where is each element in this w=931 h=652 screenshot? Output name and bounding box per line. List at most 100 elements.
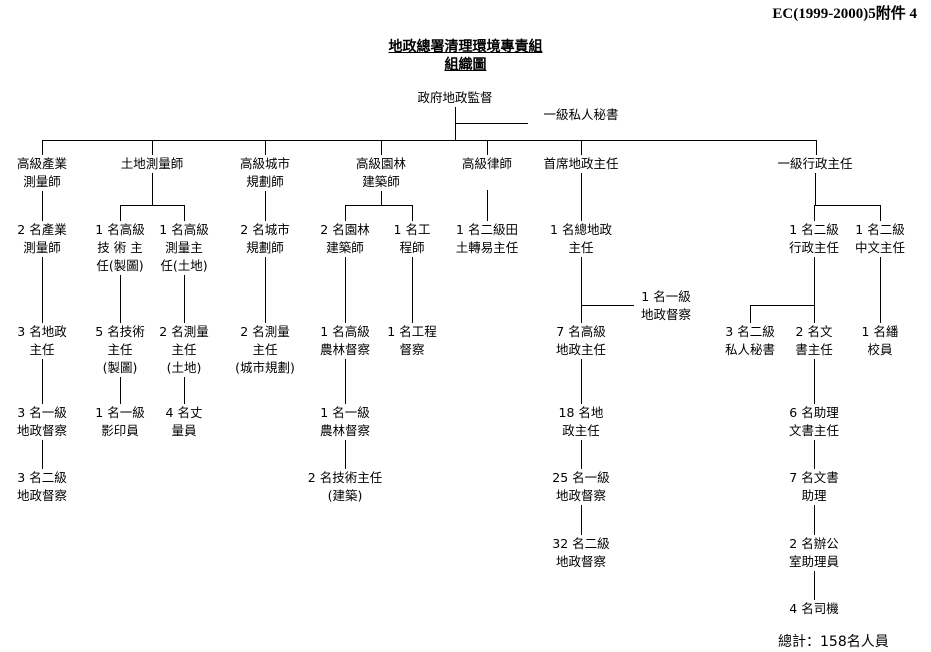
org-node-line: 1 名工 [393, 222, 431, 237]
org-node-line: 影印員 [101, 423, 139, 438]
org-node-line: 主任 [252, 342, 278, 357]
org-node-c7b-l2: 1 名二級中文主任 [853, 221, 907, 257]
org-node-c6-l4: 18 名地政主任 [557, 404, 605, 440]
org-node-c2a-l4: 1 名一級影印員 [94, 404, 146, 440]
org-node-line: 1 名高級 [320, 324, 370, 339]
org-node-line: 政府地政監督 [417, 90, 493, 105]
org-node-c7a-l6: 2 名辦公室助理員 [787, 535, 841, 571]
org-node-c3-l2: 2 名城市規劃師 [239, 221, 291, 257]
org-node-line: (城市規劃) [235, 360, 295, 375]
org-node-line: 技 術 主 [97, 240, 143, 255]
org-node-c6-l1: 首席地政主任 [542, 155, 620, 173]
total-staff: 總計：158名人員 [778, 634, 889, 650]
org-node-line: (土地) [166, 360, 202, 375]
org-node-line: 4 名司機 [789, 601, 839, 616]
org-node-c2a-l2: 1 名高級技 術 主任(製圖) [94, 221, 146, 275]
org-node-line: 一級私人秘書 [543, 107, 619, 122]
chart-subtitle: 組織圖 [444, 57, 487, 73]
org-node-line: 室助理員 [788, 554, 840, 569]
org-node-line: 7 名文書 [789, 470, 839, 485]
org-node-line: 首席地政主任 [543, 156, 619, 171]
org-node-line: 1 名二級 [789, 222, 839, 237]
org-node-line: 地政主任 [555, 342, 607, 357]
org-node-line: 2 名技術主任 [307, 470, 383, 485]
org-node-line: (製圖) [102, 360, 138, 375]
org-node-line: 地政督察 [555, 554, 607, 569]
org-node-line: 7 名高級 [556, 324, 606, 339]
org-node-line: 2 名測量 [240, 324, 290, 339]
org-node-line: 1 名二級田 [456, 222, 518, 237]
org-node-c7b-l3: 1 名繙校員 [860, 323, 900, 359]
org-node-line: (建築) [327, 488, 363, 503]
org-node-line: 地政督察 [16, 423, 68, 438]
org-node-line: 2 名文 [795, 324, 833, 339]
org-node-line: 農林督察 [319, 423, 371, 438]
org-node-line: 1 名一級 [641, 289, 691, 304]
org-node-line: 測量師 [23, 174, 61, 189]
org-node-c2b-l3: 2 名測量主任(土地) [158, 323, 210, 377]
org-node-line: 政主任 [562, 423, 600, 438]
org-node-line: 書主任 [795, 342, 833, 357]
org-node-line: 1 名一級 [320, 405, 370, 420]
org-node-c2b-l2: 1 名高級測量主任(土地) [158, 221, 210, 275]
org-node-line: 規劃師 [246, 174, 284, 189]
org-node-line: 3 名二級 [725, 324, 775, 339]
org-node-line: 土轉易主任 [455, 240, 519, 255]
org-node-c7a-l3: 2 名文書主任 [794, 323, 834, 359]
org-node-c2b-l4: 4 名丈量員 [164, 404, 204, 440]
org-node-line: 主任 [107, 342, 133, 357]
org-node-line: 高級律師 [461, 156, 513, 171]
org-node-line: 2 名辦公 [789, 536, 839, 551]
org-node-c2a-l3: 5 名技術主任 (製圖) [94, 323, 146, 377]
org-node-line: 地政督察 [16, 488, 68, 503]
org-node-line: 程師 [399, 240, 425, 255]
org-node-line: 1 名二級 [855, 222, 905, 237]
org-node-line: 建築師 [326, 240, 364, 255]
org-node-line: 1 名高級 [159, 222, 209, 237]
org-node-line: 18 名地 [558, 405, 604, 420]
org-node-c7a-l5: 7 名文書助理 [788, 469, 840, 505]
org-node-line: 5 名技術 [95, 324, 145, 339]
org-node-c4b-l3: 1 名工程督察 [386, 323, 438, 359]
org-node-line: 督察 [399, 342, 425, 357]
org-node-line: 行政主任 [788, 240, 840, 255]
org-node-line: 3 名地政 [17, 324, 67, 339]
org-node-line: 3 名一級 [17, 405, 67, 420]
org-node-line: 文書主任 [788, 423, 840, 438]
org-node-line: 助理 [801, 488, 827, 503]
org-node-line: 主任 [29, 342, 55, 357]
org-node-c1-l4: 3 名一級地政督察 [15, 404, 69, 440]
org-node-c4b-l2: 1 名工程師 [392, 221, 432, 257]
org-node-line: 主任 [568, 240, 594, 255]
org-node-line: 私人秘書 [724, 342, 776, 357]
org-node-line: 2 名園林 [320, 222, 370, 237]
org-node-c7a-l4: 6 名助理文書主任 [787, 404, 841, 440]
org-node-line: 建築師 [362, 174, 400, 189]
org-node-c7a-l7: 4 名司機 [788, 600, 840, 618]
org-node-line: 任(土地) [160, 258, 208, 273]
org-node-c7x-l3: 3 名二級私人秘書 [723, 323, 777, 359]
org-node-line: 高級產業 [16, 156, 68, 171]
org-node-line: 量員 [171, 423, 197, 438]
org-node-line: 規劃師 [246, 240, 284, 255]
org-node-line: 土地測量師 [120, 156, 184, 171]
org-node-line: 6 名助理 [789, 405, 839, 420]
org-node-c7a-l2: 1 名二級行政主任 [787, 221, 841, 257]
org-node-c1-l5: 3 名二級地政督察 [15, 469, 69, 505]
org-node-line: 測量師 [23, 240, 61, 255]
org-node-line: 高級城市 [239, 156, 291, 171]
chart-title: 地政總署清理環境專責組 [388, 39, 543, 55]
org-node-line: 主任 [171, 342, 197, 357]
org-node-c1-l3: 3 名地政主任 [16, 323, 68, 359]
org-node-c5-l2: 1 名二級田土轉易主任 [454, 221, 520, 257]
org-node-line: 4 名丈 [165, 405, 203, 420]
org-node-line: 地政督察 [640, 307, 692, 322]
org-node-line: 1 名工程 [387, 324, 437, 339]
org-node-line: 1 名高級 [95, 222, 145, 237]
org-node-line: 25 名一級 [552, 470, 610, 485]
org-node-c6-l5: 25 名一級地政督察 [551, 469, 611, 505]
org-node-c1-l1: 高級產業測量師 [15, 155, 69, 191]
org-node-c7-l1: 一級行政主任 [776, 155, 854, 173]
org-node-c6-l2: 1 名總地政主任 [549, 221, 613, 257]
